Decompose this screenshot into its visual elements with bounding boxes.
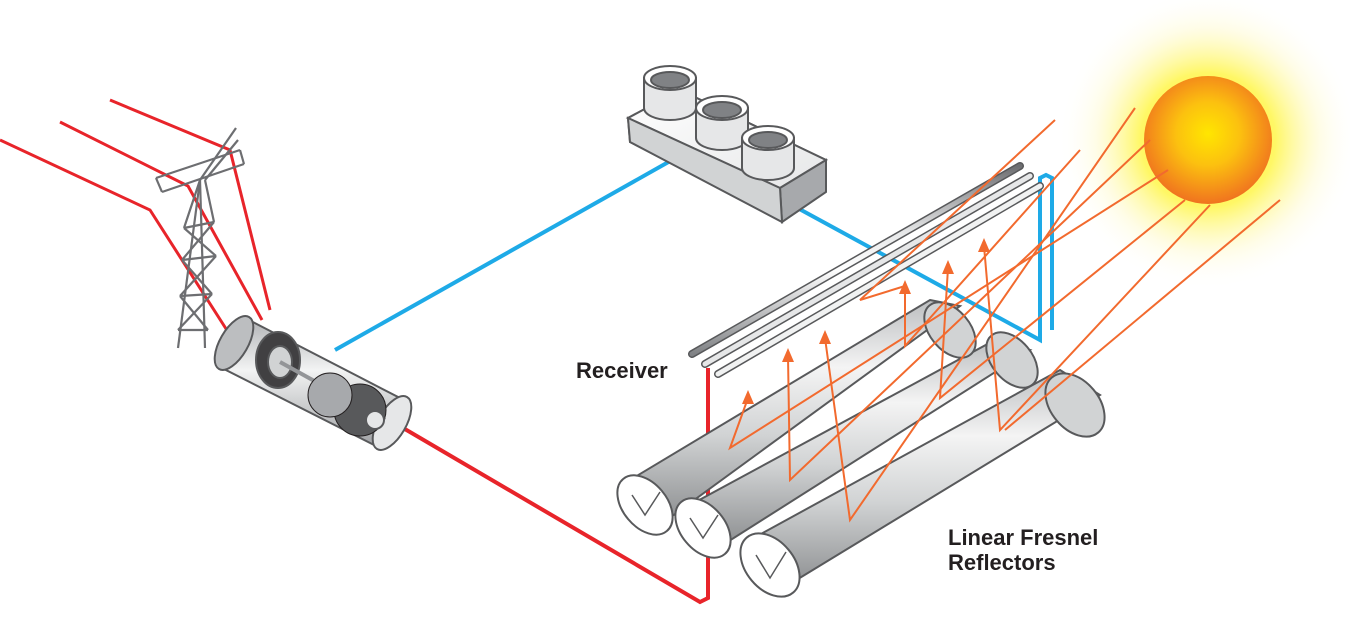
reflectors-label-line1: Linear Fresnel (948, 525, 1099, 550)
reflectors-label-line2: Reflectors (948, 550, 1056, 575)
reflectors-label: Linear Fresnel Reflectors (948, 525, 1098, 575)
transmission-tower-icon (154, 127, 246, 349)
sun-rays (728, 107, 1281, 523)
ray-arrowheads (742, 238, 990, 404)
receiver-label: Receiver (576, 358, 668, 383)
receiver-tube-icon (688, 162, 1044, 378)
condenser-icon (625, 65, 829, 224)
cold-water-line (334, 158, 1054, 352)
turbine-generator-icon (213, 315, 413, 451)
reflector-mirror-icon (616, 298, 1106, 598)
power-lines (0, 98, 272, 336)
sun-icon (1058, 0, 1350, 290)
